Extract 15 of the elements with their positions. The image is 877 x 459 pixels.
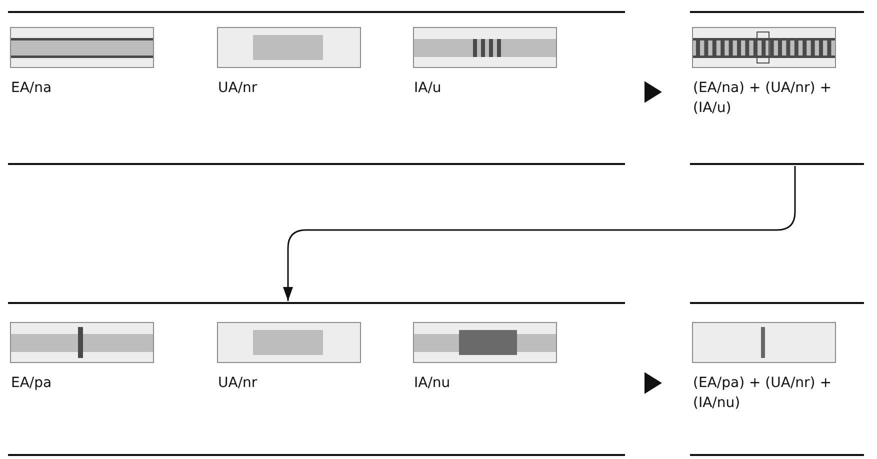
node-label: (EA/pa) + (UA/nr) + (IA/nu) <box>693 374 832 413</box>
ruled-band <box>690 11 864 165</box>
ruled-band <box>690 302 864 456</box>
node-label: UA/nr <box>218 374 258 393</box>
node-label: EA/na <box>11 79 53 98</box>
node-label: UA/nr <box>218 79 258 98</box>
node-label: IA/u <box>414 79 442 98</box>
node-label: (EA/na) + (UA/nr) + (IA/u) <box>693 79 832 118</box>
node-label: EA/pa <box>11 374 53 393</box>
node-label: IA/nu <box>414 374 452 393</box>
ruled-band <box>8 302 625 456</box>
arrowhead <box>644 81 662 103</box>
arrow <box>283 166 796 301</box>
arrowhead <box>644 372 662 394</box>
ruled-band <box>8 11 625 165</box>
